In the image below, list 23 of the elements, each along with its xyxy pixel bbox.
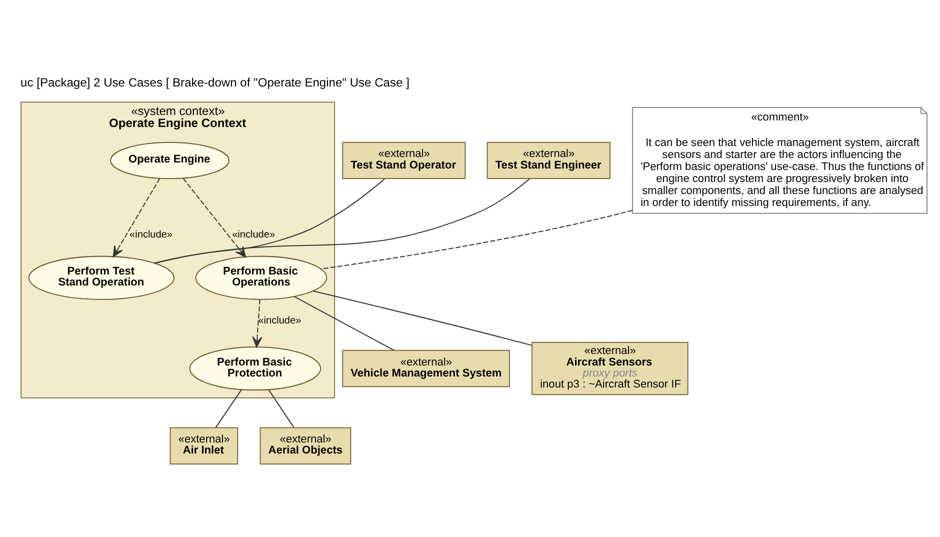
connector [154,178,530,264]
connector [268,389,294,428]
arrow [112,178,160,258]
node-ellipse: Perform Test Stand Operation [28,256,175,300]
connector [312,290,532,346]
node-box: «external» Test Stand Operator [342,142,466,180]
node-ellipse: Operate Engine [110,142,230,180]
diagram-title: uc [Package] 2 Use Cases [ Brake-down of "Operate Engine" Use Case ] [20,76,410,90]
edge-label: «include» [130,229,173,240]
connector [154,178,386,264]
node-box: «external» Aircraft Sensors proxy ports inout p3 : ~Aircraft Sensor IF [532,342,688,396]
node-ellipse: Perform Basic Protection [189,346,322,391]
connector [215,389,242,428]
node-ellipse: Perform Basic Operations [195,256,328,300]
connector [294,296,394,351]
arrow [252,299,262,348]
node-box: «external» Test Stand Engineer [486,142,610,180]
node-box: «external» Aerial Objects [260,427,352,464]
node-box: «external» Vehicle Management System [342,350,510,388]
node-box: «external» Air Inlet [170,427,238,464]
arrow [182,178,246,258]
edge-label: «include» [232,229,276,240]
edge-label: «include» [258,315,302,326]
